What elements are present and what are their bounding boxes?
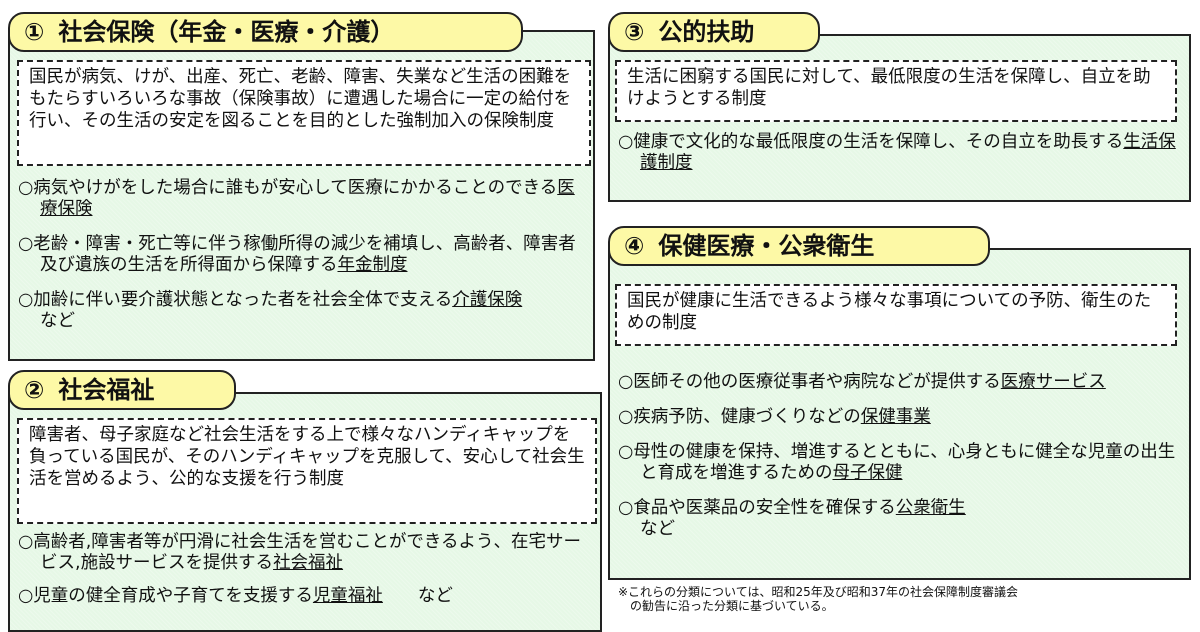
term-link: 保健事業 bbox=[860, 407, 931, 427]
term-link: 公衆衛生 bbox=[895, 498, 966, 518]
section-number: ③ bbox=[624, 18, 645, 46]
section-health-items: ○医師その他の医療従事者や病院などが提供する医療サービス ○疾病予防、健康づくり… bbox=[618, 372, 1178, 554]
list-item: ○病気やけがをした場合に誰もが安心して医療にかかることのできる医療保険 bbox=[18, 178, 575, 219]
list-item: ○老齢・障害・死亡等に伴う稼働所得の減少を補填し、高齢者、障害者及び遺族の生活を… bbox=[18, 234, 576, 275]
section-social-welfare-tab: ② 社会福祉 bbox=[8, 370, 236, 410]
section-social-welfare-definition: 障害者、母子家庭など社会生活をする上で様々なハンディキャップを負っている国民が、… bbox=[17, 418, 597, 524]
term-link: 母子保健 bbox=[832, 463, 903, 483]
list-item: ○児童の健全育成や子育てを支援する児童福祉 など bbox=[18, 586, 453, 606]
term-link: 年金制度 bbox=[337, 255, 408, 275]
footnote-line: ※これらの分類については、昭和25年及び昭和37年の社会保障制度審議会 bbox=[618, 585, 1018, 599]
term-link: 医療保険 bbox=[40, 178, 575, 219]
section-public-assistance-definition: 生活に困窮する国民に対して、最低限度の生活を保障し、自立を助けようとする制度 bbox=[615, 60, 1177, 122]
section-social-insurance-tab: ① 社会保険（年金・医療・介護） bbox=[8, 12, 523, 52]
definition-text: 障害者、母子家庭など社会生活をする上で様々なハンディキャップを負っている国民が、… bbox=[29, 425, 585, 489]
list-item: ○疾病予防、健康づくりなどの保健事業 bbox=[618, 407, 931, 427]
definition-text: 国民が健康に生活できるよう様々な事項についての予防、衛生のための制度 bbox=[627, 291, 1152, 333]
section-public-assistance-items: ○健康で文化的な最低限度の生活を保障し、その自立を助長する生活保護制度 bbox=[618, 132, 1183, 188]
list-item: ○母性の健康を保持、増進するとともに、心身ともに健全な児童の出生と育成を増進する… bbox=[618, 442, 1176, 483]
term-link: 社会福祉 bbox=[273, 553, 344, 573]
definition-text: 生活に困窮する国民に対して、最低限度の生活を保障し、自立を助けようとする制度 bbox=[627, 67, 1151, 109]
list-item: ○健康で文化的な最低限度の生活を保障し、その自立を助長する生活保護制度 bbox=[618, 132, 1176, 173]
section-social-insurance-definition: 国民が病気、けが、出産、死亡、老齢、障害、失業など生活の困難をもたらすいろいろな… bbox=[17, 60, 591, 166]
footnote: ※これらの分類については、昭和25年及び昭和37年の社会保障制度審議会 の勧告に… bbox=[618, 585, 1188, 613]
term-link: 医療サービス bbox=[1000, 372, 1106, 392]
section-number: ① bbox=[24, 18, 45, 46]
section-number: ④ bbox=[624, 232, 645, 260]
section-title: 社会福祉 bbox=[58, 376, 155, 404]
section-health-definition: 国民が健康に生活できるよう様々な事項についての予防、衛生のための制度 bbox=[615, 284, 1177, 346]
list-item: ○高齢者,障害者等が円滑に社会生活を営むことができるよう、在宅サービス,施設サー… bbox=[18, 532, 581, 573]
term-link: 介護保険 bbox=[452, 290, 523, 310]
section-number: ② bbox=[24, 376, 45, 404]
definition-text: 国民が病気、けが、出産、死亡、老齢、障害、失業など生活の困難をもたらすいろいろな… bbox=[29, 67, 572, 131]
footnote-line: の勧告に沿った分類に基づいている。 bbox=[618, 599, 834, 613]
section-title: 保健医療・公衆衛生 bbox=[658, 232, 875, 260]
section-title: 社会保険（年金・医療・介護） bbox=[58, 18, 395, 46]
section-public-assistance-tab: ③ 公的扶助 bbox=[608, 12, 820, 52]
list-item: ○食品や医薬品の安全性を確保する公衆衛生など bbox=[618, 498, 966, 539]
list-item: ○医師その他の医療従事者や病院などが提供する医療サービス bbox=[618, 372, 1106, 392]
section-social-insurance-items: ○病気やけがをした場合に誰もが安心して医療にかかることのできる医療保険 ○老齢・… bbox=[18, 178, 578, 346]
section-title: 公的扶助 bbox=[658, 18, 755, 46]
term-link: 生活保護制度 bbox=[640, 132, 1176, 173]
section-social-welfare-items: ○高齢者,障害者等が円滑に社会生活を営むことができるよう、在宅サービス,施設サー… bbox=[18, 532, 593, 621]
list-item: ○加齢に伴い要介護状態となった者を社会全体で支える介護保険 など bbox=[18, 290, 628, 331]
term-link: 児童福祉 bbox=[312, 586, 383, 606]
section-health-tab: ④ 保健医療・公衆衛生 bbox=[608, 226, 990, 266]
